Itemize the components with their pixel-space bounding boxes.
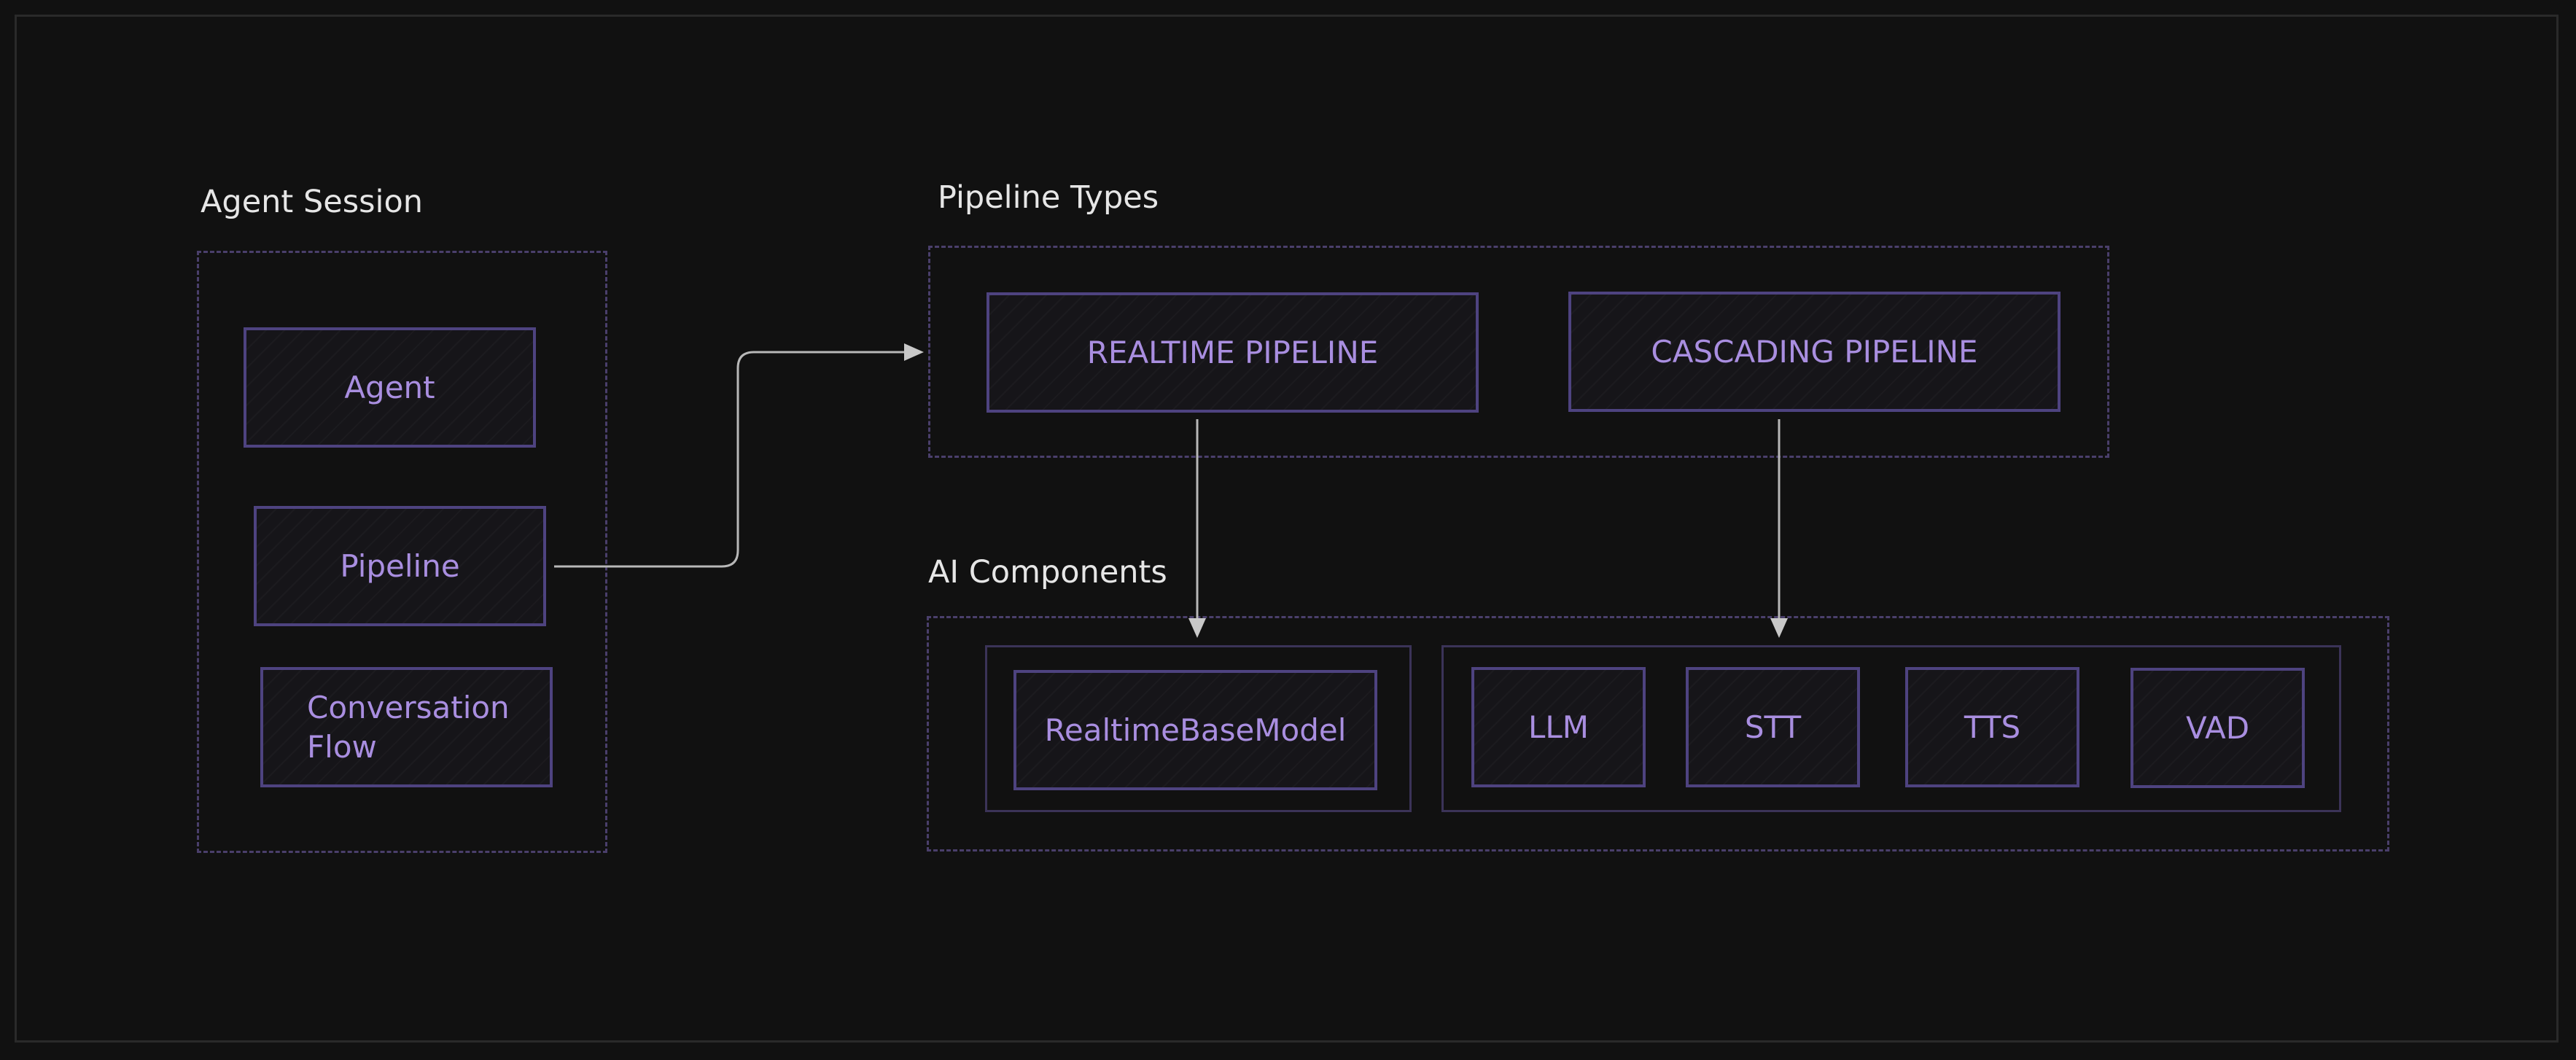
pipeline-types-group: [928, 246, 2109, 458]
realtime-base-model-node[interactable]: RealtimeBaseModel: [1013, 670, 1377, 790]
agent-node-label: Agent: [344, 370, 435, 405]
realtime-base-model-label: RealtimeBaseModel: [1044, 712, 1347, 748]
tts-label: TTS: [1964, 709, 2021, 745]
cascading-pipeline-label: CASCADING PIPELINE: [1651, 334, 1978, 370]
ai-components-group: [927, 616, 2389, 851]
conversation-flow-node-label: Conversation Flow: [307, 689, 510, 765]
pipeline-to-pipeline-types-connector: [554, 351, 904, 568]
conversation-flow-node[interactable]: Conversation Flow: [260, 667, 553, 787]
vad-node[interactable]: VAD: [2131, 668, 2305, 788]
llm-node[interactable]: LLM: [1471, 667, 1646, 787]
vad-label: VAD: [2185, 710, 2250, 746]
tts-node[interactable]: TTS: [1905, 667, 2079, 787]
realtime-pipeline-node[interactable]: REALTIME PIPELINE: [987, 292, 1479, 413]
ai-components-title: AI Components: [928, 554, 1167, 591]
realtime-components-subgroup: [985, 645, 1412, 812]
llm-label: LLM: [1528, 709, 1589, 745]
agent-session-title: Agent Session: [201, 184, 424, 220]
agent-session-group: [197, 251, 607, 853]
pipeline-node[interactable]: Pipeline: [254, 506, 546, 626]
cascading-pipeline-node[interactable]: CASCADING PIPELINE: [1568, 292, 2061, 412]
agent-node[interactable]: Agent: [244, 327, 536, 448]
pipeline-node-label: Pipeline: [340, 548, 460, 584]
canvas-frame: [15, 15, 2559, 1043]
pipeline-types-title: Pipeline Types: [938, 179, 1159, 216]
pipeline-types-arrowhead: [904, 343, 924, 361]
stt-label: STT: [1744, 709, 1802, 745]
stt-node[interactable]: STT: [1686, 667, 1860, 787]
realtime-components-arrowhead: [1188, 618, 1206, 638]
cascading-components-arrowhead: [1770, 618, 1788, 638]
realtime-pipeline-label: REALTIME PIPELINE: [1086, 335, 1379, 370]
cascading-components-subgroup: [1441, 645, 2341, 812]
